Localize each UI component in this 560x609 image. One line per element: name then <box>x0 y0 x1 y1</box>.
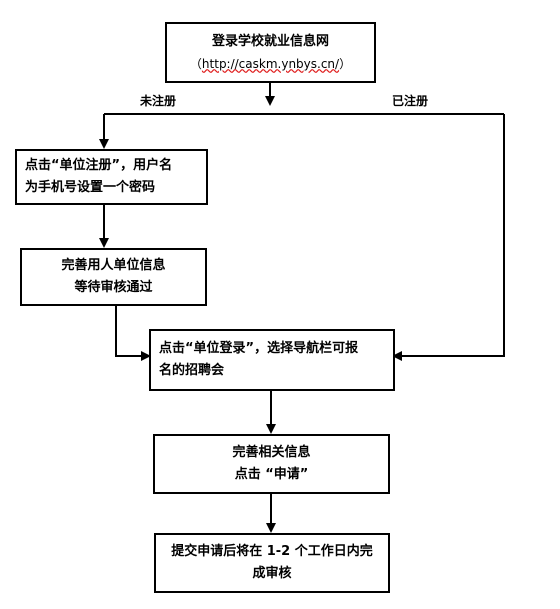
url-open-paren: （ <box>189 56 202 71</box>
login-portal-title: 登录学校就业信息网 <box>211 33 329 49</box>
node-login-portal: 登录学校就业信息网 （http://caskm.ynbys.cn/） <box>165 22 376 83</box>
node-unit-login: 点击“单位登录”，选择导航栏可报 名的招聘会 <box>149 329 395 391</box>
node-register: 点击“单位注册”，用户名 为手机号设置一个密码 <box>15 149 208 205</box>
portal-url[interactable]: http://caskm.ynbys.cn/ <box>201 56 340 71</box>
unit-login-line-2: 名的招聘会 <box>159 363 225 378</box>
label-not-registered: 未注册 <box>140 94 177 108</box>
register-line-1: 点击“单位注册”，用户名 <box>25 158 173 173</box>
complete-info-line-2: 等待审核通过 <box>74 280 153 295</box>
arrow-complete-to-login <box>115 305 151 361</box>
node-review: 提交申请后将在 1-2 个工作日内完 成审核 <box>154 533 390 593</box>
url-close-paren: ） <box>339 56 352 71</box>
label-registered: 已注册 <box>392 94 429 108</box>
arrow-registered-to-login <box>392 114 505 361</box>
apply-line-1: 完善相关信息 <box>232 445 311 460</box>
node-complete-info: 完善用人单位信息 等待审核通过 <box>20 248 207 306</box>
register-line-2: 为手机号设置一个密码 <box>25 180 156 195</box>
review-line-2: 成审核 <box>252 566 292 581</box>
complete-info-line-1: 完善用人单位信息 <box>61 258 166 273</box>
login-portal-url-line: （http://caskm.ynbys.cn/） <box>190 53 351 75</box>
review-line-1: 提交申请后将在 1-2 个工作日内完 <box>171 544 373 559</box>
node-apply: 完善相关信息 点击 “申请” <box>153 434 390 494</box>
unit-login-line-1: 点击“单位登录”，选择导航栏可报 <box>159 341 359 356</box>
apply-line-2: 点击 “申请” <box>234 467 309 482</box>
